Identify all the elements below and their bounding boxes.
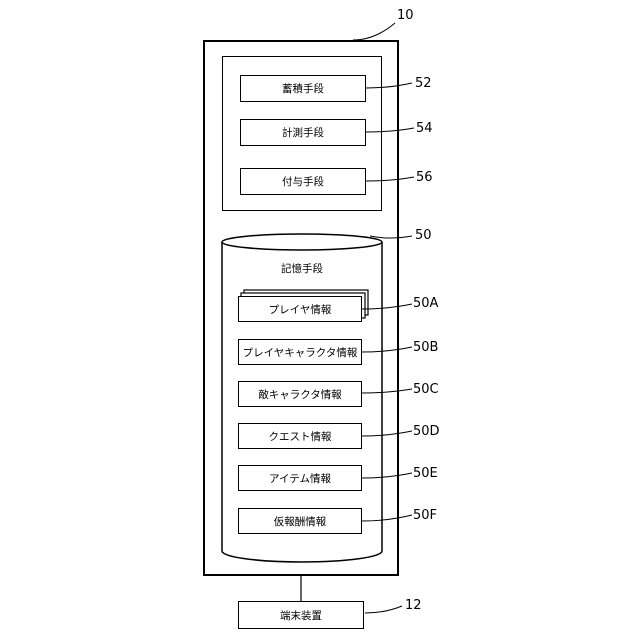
quest-info-label: クエスト情報 bbox=[239, 432, 361, 443]
ref-grant: 56 bbox=[416, 171, 433, 184]
player-info-box: プレイヤ情報 bbox=[238, 296, 362, 322]
ref-item-info: 50E bbox=[413, 467, 438, 480]
ref-player-info: 50A bbox=[413, 297, 438, 310]
quest-info-box: クエスト情報 bbox=[238, 423, 362, 449]
provisional-reward-info-box: 仮報酬情報 bbox=[238, 508, 362, 534]
ref-measurement: 54 bbox=[416, 122, 433, 135]
terminal-label: 端末装置 bbox=[239, 611, 363, 622]
ref-server: 10 bbox=[397, 9, 414, 22]
ref-enemy-character-info: 50C bbox=[413, 383, 439, 396]
player-character-info-label: プレイヤキャラクタ情報 bbox=[239, 348, 361, 359]
ref-terminal: 12 bbox=[405, 599, 422, 612]
provisional-reward-info-label: 仮報酬情報 bbox=[239, 517, 361, 528]
terminal-box: 端末装置 bbox=[238, 601, 364, 629]
player-character-info-box: プレイヤキャラクタ情報 bbox=[238, 339, 362, 365]
item-info-label: アイテム情報 bbox=[239, 474, 361, 485]
player-info-label: プレイヤ情報 bbox=[239, 305, 361, 316]
ref-provisional-reward-info: 50F bbox=[413, 509, 437, 522]
enemy-character-info-label: 敵キャラクタ情報 bbox=[239, 390, 361, 401]
ref-storage: 50 bbox=[415, 229, 432, 242]
ref-quest-info: 50D bbox=[413, 425, 440, 438]
enemy-character-info-box: 敵キャラクタ情報 bbox=[238, 381, 362, 407]
storage-label: 記憶手段 bbox=[222, 264, 382, 275]
item-info-box: アイテム情報 bbox=[238, 465, 362, 491]
ref-player-character-info: 50B bbox=[413, 341, 438, 354]
ref-accumulation: 52 bbox=[415, 77, 432, 90]
